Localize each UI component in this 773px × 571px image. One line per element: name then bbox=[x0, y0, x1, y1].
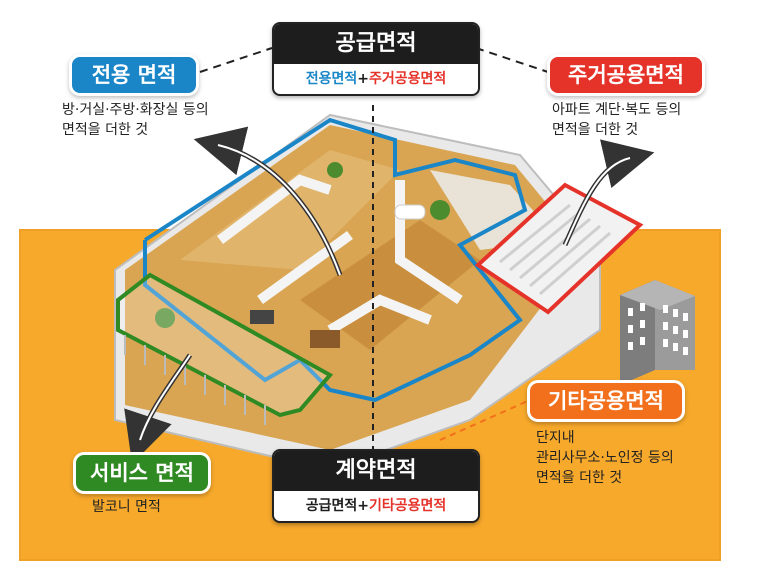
residential-common-desc-line2: 면적을 더한 것 bbox=[552, 122, 639, 138]
exclusive-area-desc: 방·거실·주방·화장실 등의 면적을 더한 것 bbox=[62, 100, 209, 140]
residential-common-desc: 아파트 계단·복도 등의 면적을 더한 것 bbox=[552, 100, 681, 140]
other-common-desc-line2: 관리사무소·노인정 등의 bbox=[536, 450, 674, 466]
other-common-desc-line1: 단지내 bbox=[536, 430, 575, 446]
other-common-desc: 단지내 관리사무소·노인정 등의 면적을 더한 것 bbox=[536, 428, 674, 488]
residential-common-label: 주거공용면적 bbox=[550, 57, 702, 93]
exclusive-area-outline bbox=[143, 117, 528, 403]
supply-area-title: 공급면적 bbox=[274, 24, 478, 64]
residential-common-outline bbox=[474, 182, 644, 315]
contract-area-part-a: 공급면적 bbox=[305, 498, 358, 514]
exclusive-area-desc-line1: 방·거실·주방·화장실 등의 bbox=[62, 102, 209, 118]
supply-area-formula: 전용면적+주거공용면적 bbox=[274, 64, 478, 94]
building-icon bbox=[620, 280, 695, 385]
service-area-outline bbox=[116, 272, 334, 418]
service-area-desc: 발코니 면적 bbox=[92, 499, 161, 515]
contract-area-plus: + bbox=[357, 498, 369, 514]
residential-common-desc-line1: 아파트 계단·복도 등의 bbox=[552, 102, 682, 118]
contract-area-formula: 공급면적+기타공용면적 bbox=[274, 491, 478, 521]
supply-area-box: 공급면적 전용면적+주거공용면적 bbox=[272, 22, 480, 96]
contract-area-part-b: 기타공용면적 bbox=[368, 498, 447, 514]
contract-area-box: 계약면적 공급면적+기타공용면적 bbox=[272, 449, 480, 523]
service-area-label: 서비스 면적 bbox=[76, 455, 208, 491]
other-common-desc-line3: 면적을 더한 것 bbox=[536, 470, 623, 486]
other-common-label: 기타공용면적 bbox=[530, 383, 682, 419]
supply-area-part-b: 주거공용면적 bbox=[368, 71, 447, 87]
supply-area-part-a: 전용면적 bbox=[305, 71, 358, 87]
supply-area-plus: + bbox=[357, 71, 369, 87]
exclusive-area-desc-line2: 면적을 더한 것 bbox=[62, 122, 149, 138]
exclusive-area-label: 전용 면적 bbox=[72, 57, 196, 93]
contract-area-title: 계약면적 bbox=[274, 451, 478, 491]
